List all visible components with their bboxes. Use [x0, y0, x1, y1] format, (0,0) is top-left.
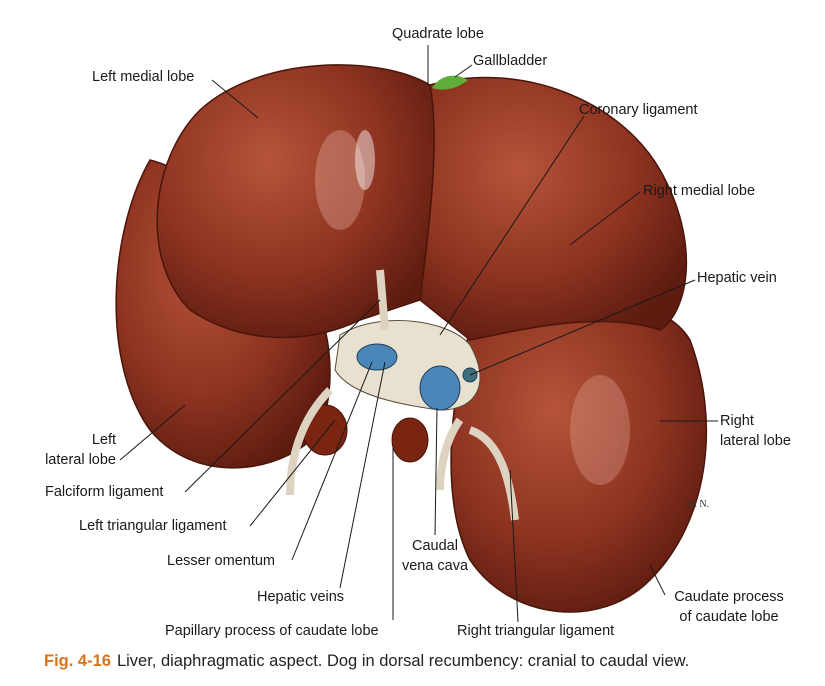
label-line: lateral lobe [45, 452, 116, 468]
label-line: Left [91, 432, 116, 448]
label-line: lateral lobe [720, 433, 791, 449]
label-lesser-omentum: Lesser omentum [167, 553, 275, 569]
label-right-medial-lobe: Right medial lobe [643, 183, 756, 199]
label-line: vena cava [401, 558, 469, 574]
label-line: Caudate process [674, 589, 784, 605]
label-right-triangular-ligament: Right triangular ligament [457, 623, 615, 639]
leader-lines [119, 45, 718, 623]
label-left-medial-lobe: Left medial lobe [92, 69, 195, 85]
label-gallbladder: Gallbladder [473, 53, 548, 69]
label-quadrate-lobe: Quadrate lobe [392, 26, 484, 42]
caudal-vena-cava-shape [419, 365, 461, 411]
label-hepatic-veins: Hepatic veins [257, 589, 345, 605]
label-falciform-ligament: Falciform ligament [45, 484, 164, 500]
label-line: of caudate lobe [679, 609, 779, 625]
label-caudal-vena-cava: Caudal vena cava [395, 536, 475, 576]
artist-signature: M N. [688, 499, 709, 510]
label-line: Caudal [412, 538, 458, 554]
figure-caption: Fig. 4-16 Liver, diaphragmatic aspect. Do… [44, 652, 689, 671]
left-medial-lobe [156, 64, 435, 339]
label-hepatic-vein: Hepatic vein [697, 270, 777, 286]
label-left-triangular-ligament: Left triangular ligament [79, 518, 227, 534]
gallbladder-shape [432, 75, 468, 90]
figure-number: Fig. 4-16 [44, 652, 111, 670]
label-coronary-ligament: Coronary ligament [579, 102, 698, 118]
label-caudate-process: Caudate process of caudate lobe [660, 587, 798, 627]
label-left-lateral-lobe: Left lateral lobe [30, 430, 116, 470]
label-line: Right [720, 413, 754, 429]
hepatic-veins-shape [356, 343, 398, 371]
label-papillary-process: Papillary process of caudate lobe [165, 623, 379, 639]
label-right-lateral-lobe: Right lateral lobe [720, 411, 791, 451]
caption-text: Liver, diaphragmatic aspect. Dog in dors… [116, 652, 690, 670]
